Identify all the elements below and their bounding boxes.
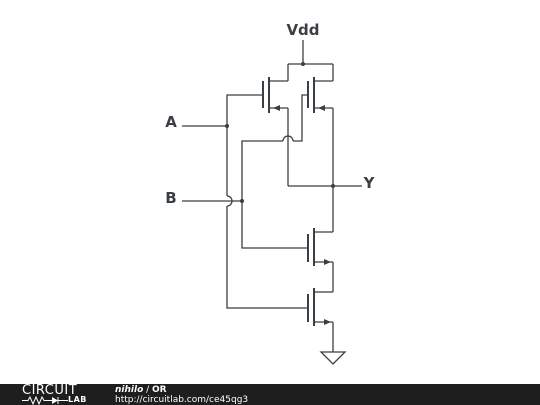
circuit-schematic: Vdd A B Y (165, 21, 376, 365)
author-name[interactable]: nihilo (115, 385, 144, 395)
footer-bar: CIRCUIT LAB nihilo / OR http://circuitla… (0, 384, 540, 405)
logo-text-bottom: LAB (68, 395, 87, 404)
input-b-label: B (165, 189, 176, 207)
vdd-label: Vdd (286, 21, 319, 39)
pmos-transistor-a (262, 64, 289, 186)
vdd-rail (288, 40, 333, 66)
logo-text-top: CIRCUIT (22, 383, 78, 398)
resistor-diode-icon (22, 396, 68, 405)
nmos-transistor-b (307, 228, 333, 266)
output-y-label: Y (363, 174, 376, 192)
ground-symbol (319, 351, 347, 365)
input-b-wire (182, 94, 308, 249)
circuit-meta: nihilo / OR http://circuitlab.com/ce45qg… (115, 385, 248, 405)
meta-separator: / (143, 385, 153, 395)
circuitlab-logo[interactable]: CIRCUIT LAB (22, 383, 94, 405)
circuit-url-link[interactable]: http://circuitlab.com/ce45qg3 (115, 395, 249, 405)
input-a-label: A (165, 113, 177, 131)
nmos-transistor-a (307, 262, 334, 352)
pmos-transistor-b (307, 64, 334, 232)
output-node (288, 184, 362, 188)
circuit-title[interactable]: OR (152, 385, 167, 395)
